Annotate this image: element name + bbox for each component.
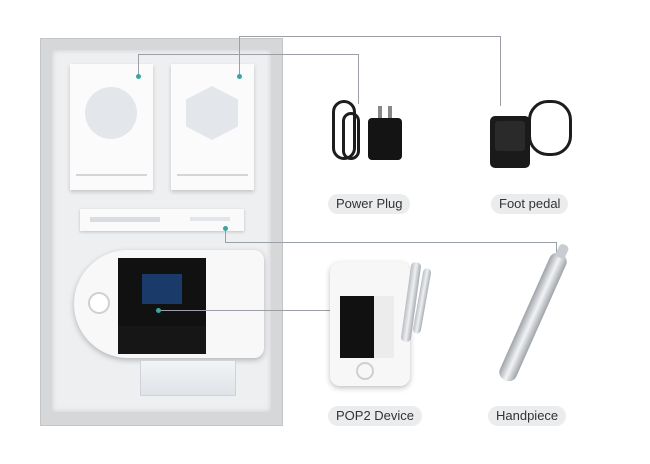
connector-line	[358, 54, 359, 104]
handpiece-tray	[80, 209, 244, 231]
power-supply-carton	[70, 64, 153, 190]
power-button-icon	[88, 292, 110, 314]
handpiece-label: Handpiece	[488, 406, 567, 426]
pop2-screen	[340, 296, 374, 358]
control-unit-keypad	[118, 326, 206, 354]
foot-pedal-label: Foot pedal	[491, 194, 569, 214]
connector-dot	[223, 226, 228, 231]
connector-line	[138, 54, 139, 76]
pop2-device-label: POP2 Device	[328, 406, 423, 426]
handpiece-pen	[496, 242, 570, 384]
connector-line	[239, 36, 501, 37]
connector-line	[158, 310, 338, 311]
foot-pedal-carton	[171, 64, 254, 190]
pop2-knob-icon	[356, 362, 374, 380]
connector-dot	[156, 308, 161, 313]
glass-holder	[140, 360, 236, 396]
connector-line	[138, 54, 359, 55]
connector-dot	[237, 74, 242, 79]
foot-pedal-cord	[528, 100, 572, 156]
power-plug-label: Power Plug	[328, 194, 411, 214]
foot-pedal	[490, 116, 530, 168]
pop2-device	[330, 262, 410, 386]
connector-line	[225, 229, 226, 242]
control-unit-screen	[118, 258, 206, 326]
pop2-button-panel	[374, 296, 394, 358]
connector-dot	[136, 74, 141, 79]
carton-round-logo	[85, 87, 137, 139]
power-cord-coil	[342, 112, 360, 160]
connector-line	[225, 242, 557, 243]
boxed-control-unit	[74, 250, 264, 358]
power-cord	[332, 100, 356, 160]
connector-line	[500, 36, 501, 106]
carton-hexagon-logo	[186, 86, 238, 140]
power-adapter	[368, 118, 402, 160]
connector-line	[239, 36, 240, 76]
